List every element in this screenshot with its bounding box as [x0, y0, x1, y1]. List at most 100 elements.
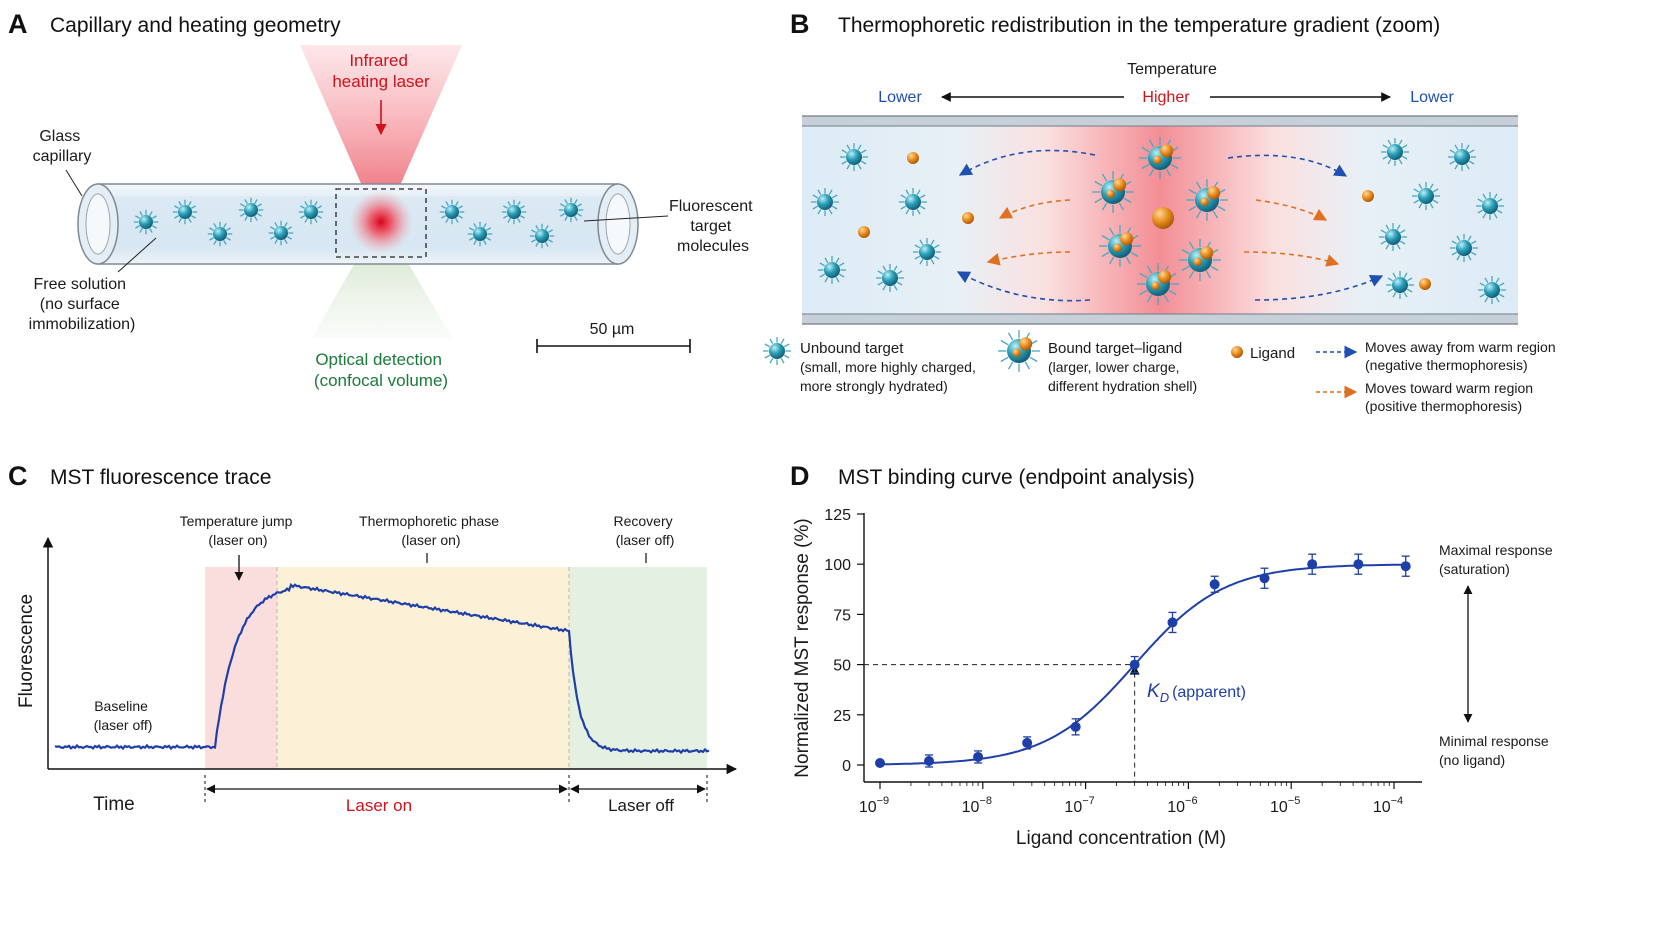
- thermophoresis-arrows: [956, 149, 1384, 302]
- x-tick-label: 10−6: [1167, 795, 1197, 816]
- thermophoretic-region: [277, 567, 569, 769]
- higher-label: Higher: [1142, 89, 1190, 106]
- unbound-target: [913, 238, 941, 266]
- legend-unbound-icon: [763, 337, 791, 365]
- unbound-target: [811, 188, 839, 216]
- recovery-region: [569, 567, 707, 769]
- free-ligand: [1419, 278, 1431, 290]
- bound-ligand: [1019, 337, 1033, 351]
- binding-data-points: [875, 553, 1411, 768]
- free-ligand: [962, 212, 974, 224]
- target-molecule: [467, 221, 493, 247]
- data-point: [1022, 736, 1033, 750]
- bound-complex: [1179, 239, 1221, 281]
- x-tick-label: 10−4: [1373, 795, 1403, 816]
- panel-b-letter: B: [790, 9, 810, 39]
- bound-ligand: [1151, 281, 1160, 290]
- target-molecule: [268, 220, 294, 246]
- bound-complex: [1186, 179, 1228, 221]
- laser-label: Infrared heating laser: [332, 51, 430, 91]
- laser-span-markers: [204, 775, 708, 804]
- y-tick-label: 100: [824, 557, 851, 574]
- data-point: [875, 757, 885, 768]
- data-point: [924, 754, 935, 768]
- bound-complex: [1137, 263, 1179, 305]
- legend-bound-title: Bound target–ligand: [1048, 340, 1182, 357]
- target-molecule: [558, 197, 584, 223]
- capillary-molecules: [133, 197, 584, 249]
- data-point: [1353, 553, 1364, 575]
- max-response-label: Maximal response (saturation): [1439, 542, 1557, 577]
- panel-d-title: MST binding curve (endpoint analysis): [838, 466, 1195, 489]
- x-tick-label: 10−9: [859, 795, 889, 816]
- baseline-label: Baseline (laser off): [94, 698, 153, 733]
- target-molecule: [501, 199, 527, 225]
- free-ligand: [907, 152, 919, 164]
- solution-pointer: [117, 237, 157, 273]
- free-ligand: [1152, 207, 1174, 229]
- binding-ylabel: Normalized MST response (%): [792, 518, 813, 777]
- panel-a-title: Capillary and heating geometry: [50, 14, 341, 37]
- legend-away-label: Moves away from warm region (negative th…: [1365, 339, 1560, 373]
- scale-bar: [536, 339, 691, 353]
- recovery-label: Recovery (laser off): [613, 513, 676, 548]
- glass-capillary: [77, 183, 639, 265]
- data-point: [1167, 611, 1178, 634]
- unbound-target: [1381, 138, 1409, 166]
- y-tick-label: 75: [833, 607, 851, 624]
- detection-volume-box: [335, 188, 427, 258]
- y-tick-label: 0: [842, 758, 851, 775]
- kd-label: KD(apparent): [1147, 681, 1246, 705]
- free-ligand: [858, 226, 870, 238]
- min-response-label: Minimal response (no ligand): [1439, 733, 1553, 768]
- capillary-label: Glass capillary: [33, 128, 92, 165]
- target-molecule: [298, 199, 324, 225]
- unbound-target: [818, 256, 846, 284]
- target-molecule: [529, 223, 555, 249]
- data-point: [1400, 555, 1411, 577]
- laser-off-label: Laser off: [608, 796, 674, 815]
- molecules-pointer: [583, 215, 669, 222]
- trace-xlabel: Time: [93, 794, 135, 815]
- y-tick-label: 25: [833, 708, 851, 725]
- unbound-target: [1476, 192, 1504, 220]
- trace-ylabel: Fluorescence: [16, 594, 37, 708]
- lower-left-label: Lower: [878, 89, 922, 106]
- legend-bound-desc: (larger, lower charge, different hydrati…: [1048, 359, 1197, 394]
- bound-ligand: [1106, 189, 1115, 198]
- target-molecule: [133, 209, 159, 235]
- panel-d: D MST binding curve (endpoint analysis) …: [790, 461, 1557, 849]
- unbound-target: [1450, 234, 1478, 262]
- bound-complex: [1092, 171, 1134, 213]
- unbound-target: [1478, 276, 1506, 304]
- bound-complex: [998, 330, 1040, 372]
- panel-a-letter: A: [8, 9, 28, 39]
- temperature-label: Temperature: [1127, 61, 1217, 78]
- panel-b-title: Thermophoretic redistribution in the tem…: [838, 14, 1440, 37]
- y-tick-label: 125: [824, 507, 851, 524]
- bound-ligand: [1193, 257, 1202, 266]
- bound-ligand: [1200, 197, 1209, 206]
- detection-cone: [312, 222, 452, 338]
- x-tick-label: 10−7: [1064, 795, 1094, 816]
- jump-label: Temperature jump (laser on): [180, 513, 297, 548]
- target-molecule: [207, 221, 233, 247]
- panel-c-title: MST fluorescence trace: [50, 466, 271, 489]
- bound-complex: [1139, 137, 1181, 179]
- bound-ligand: [1153, 155, 1162, 164]
- data-point: [973, 750, 984, 764]
- scale-bar-label: 50 µm: [590, 321, 635, 338]
- target-molecule: [439, 199, 465, 225]
- phase-label: Thermophoretic phase (laser on): [359, 513, 503, 548]
- bound-ligand: [1113, 243, 1122, 252]
- panel-a: A Capillary and heating geometry Infrare…: [8, 9, 753, 390]
- legend-ligand-icon: [1231, 346, 1243, 358]
- data-point: [1259, 567, 1270, 589]
- capillary-pointer: [65, 169, 83, 197]
- unbound-target: [1448, 143, 1476, 171]
- binding-fit-curve: [880, 563, 1409, 766]
- panel-c: C MST fluorescence trace Fluorescence Ti…: [8, 461, 738, 815]
- bound-ligand: [1012, 348, 1021, 357]
